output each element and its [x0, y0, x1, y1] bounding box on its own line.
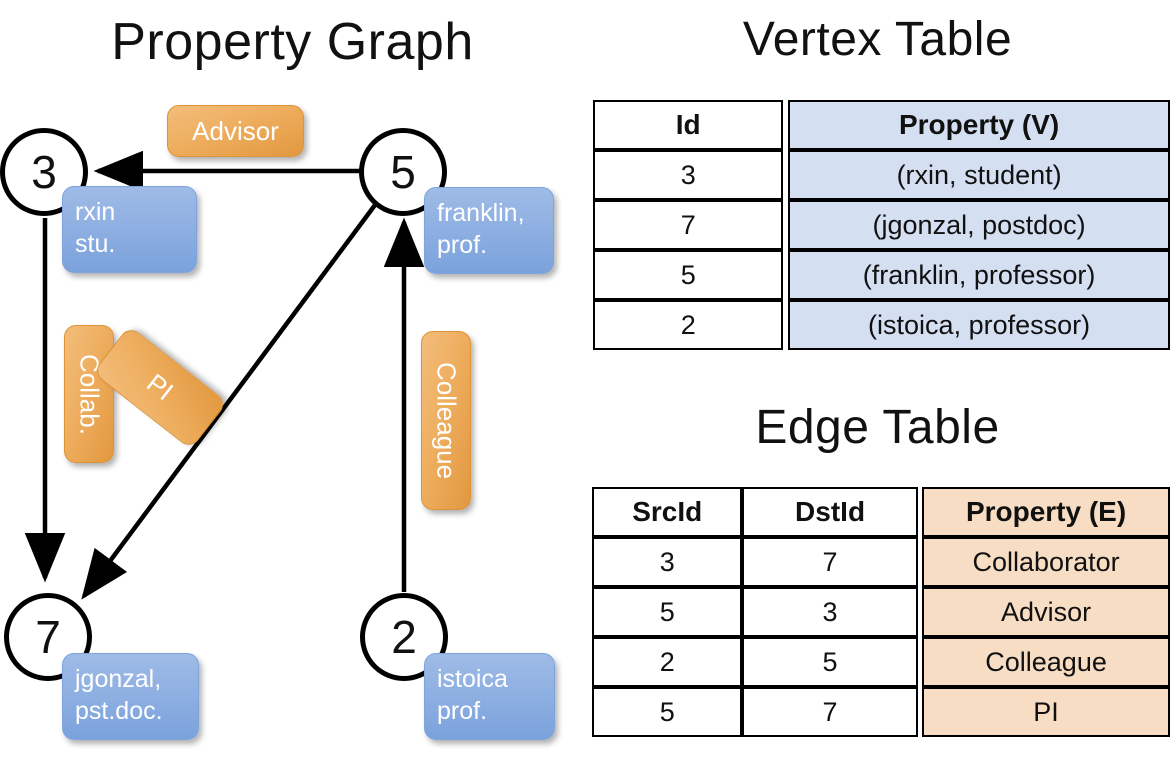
property-graph-diagram: 3 5 7 2 rxin stu. franklin, prof. jgonza…	[0, 105, 555, 740]
column-gap	[917, 537, 923, 587]
edge-label-colleague[interactable]: Colleague	[421, 331, 471, 510]
table-row[interactable]: 2 (istoica, professor)	[593, 300, 1170, 350]
edge-cell-srcid: 5	[592, 587, 743, 637]
edge-cell-srcid: 3	[592, 537, 743, 587]
node-property-line-1: istoica	[437, 665, 508, 693]
node-property-line-1: franklin,	[437, 199, 525, 227]
edge-label-advisor-text: Advisor	[192, 115, 279, 146]
edge-label-collab[interactable]: Collab.	[64, 325, 114, 463]
edge-header-dstid: DstId	[742, 487, 918, 537]
node-property-line-2: pst.doc.	[75, 697, 163, 725]
table-row[interactable]: 2 5 Colleague	[592, 637, 1170, 687]
node-property-line-1: jgonzal,	[75, 665, 162, 693]
column-gap	[917, 687, 923, 737]
node-2-label: 2	[391, 611, 417, 663]
vertex-cell-id: 2	[593, 300, 784, 350]
vertex-cell-property: (rxin, student)	[788, 150, 1170, 200]
column-gap	[917, 487, 923, 537]
node-7-label: 7	[35, 611, 61, 663]
column-gap	[783, 300, 789, 350]
edge-table: SrcId DstId Property (E) 3 7 Collaborato…	[592, 487, 1170, 737]
table-header-row: Id Property (V)	[593, 100, 1170, 150]
edge-5-to-7	[81, 203, 377, 600]
node-3-label: 3	[31, 146, 57, 198]
table-row[interactable]: 5 3 Advisor	[592, 587, 1170, 637]
table-row[interactable]: 5 (franklin, professor)	[593, 250, 1170, 300]
node-property-box-rxin[interactable]: rxin stu.	[62, 186, 197, 273]
column-gap	[917, 587, 923, 637]
node-property-line-1: rxin	[75, 198, 116, 226]
edge-cell-srcid: 5	[592, 687, 743, 737]
edge-label-pi-text: PI	[141, 367, 180, 407]
table-header-row: SrcId DstId Property (E)	[592, 487, 1170, 537]
edge-header-srcid: SrcId	[592, 487, 743, 537]
node-property-box-franklin[interactable]: franklin, prof.	[424, 187, 554, 274]
edge-label-advisor[interactable]: Advisor	[167, 105, 304, 157]
edge-cell-dstid: 7	[742, 537, 918, 587]
vertex-table: Id Property (V) 3 (rxin, student) 7 (jgo…	[593, 100, 1170, 350]
edge-cell-property: Collaborator	[922, 537, 1170, 587]
vertex-cell-id: 3	[593, 150, 784, 200]
edge-cell-srcid: 2	[592, 637, 743, 687]
edge-cell-dstid: 5	[742, 637, 918, 687]
edge-cell-dstid: 3	[742, 587, 918, 637]
table-row[interactable]: 3 (rxin, student)	[593, 150, 1170, 200]
column-gap	[783, 250, 789, 300]
edge-header-property: Property (E)	[922, 487, 1170, 537]
node-property-line-2: stu.	[75, 230, 116, 258]
table-row[interactable]: 3 7 Collaborator	[592, 537, 1170, 587]
node-property-line-2: prof.	[437, 231, 488, 259]
column-gap	[783, 200, 789, 250]
vertex-header-property: Property (V)	[788, 100, 1170, 150]
edge-cell-property: Colleague	[922, 637, 1170, 687]
node-5-label: 5	[390, 146, 416, 198]
vertex-cell-id: 7	[593, 200, 784, 250]
graph-edges-svg	[24, 150, 425, 600]
column-gap	[783, 150, 789, 200]
node-property-box-jgonzal[interactable]: jgonzal, pst.doc.	[62, 653, 199, 740]
graph-node-2[interactable]: 2	[360, 593, 448, 681]
vertex-cell-id: 5	[593, 250, 784, 300]
vertex-cell-property: (jgonzal, postdoc)	[788, 200, 1170, 250]
page-title-vertex-table: Vertex Table	[742, 13, 1013, 66]
column-gap	[783, 100, 789, 150]
edge-cell-property: Advisor	[922, 587, 1170, 637]
page-title-edge-table: Edge Table	[755, 401, 1000, 454]
vertex-cell-property: (istoica, professor)	[788, 300, 1170, 350]
table-row[interactable]: 5 7 PI	[592, 687, 1170, 737]
edge-cell-property: PI	[922, 687, 1170, 737]
vertex-header-id: Id	[593, 100, 784, 150]
edge-label-colleague-text: Colleague	[431, 361, 462, 480]
vertex-cell-property: (franklin, professor)	[788, 250, 1170, 300]
graph-node-5[interactable]: 5	[359, 128, 447, 216]
page-title-property-graph: Property Graph	[111, 13, 474, 71]
column-gap	[917, 637, 923, 687]
edge-cell-dstid: 7	[742, 687, 918, 737]
node-property-box-istoica[interactable]: istoica prof.	[424, 653, 555, 740]
table-row[interactable]: 7 (jgonzal, postdoc)	[593, 200, 1170, 250]
node-property-line-2: prof.	[437, 697, 488, 725]
